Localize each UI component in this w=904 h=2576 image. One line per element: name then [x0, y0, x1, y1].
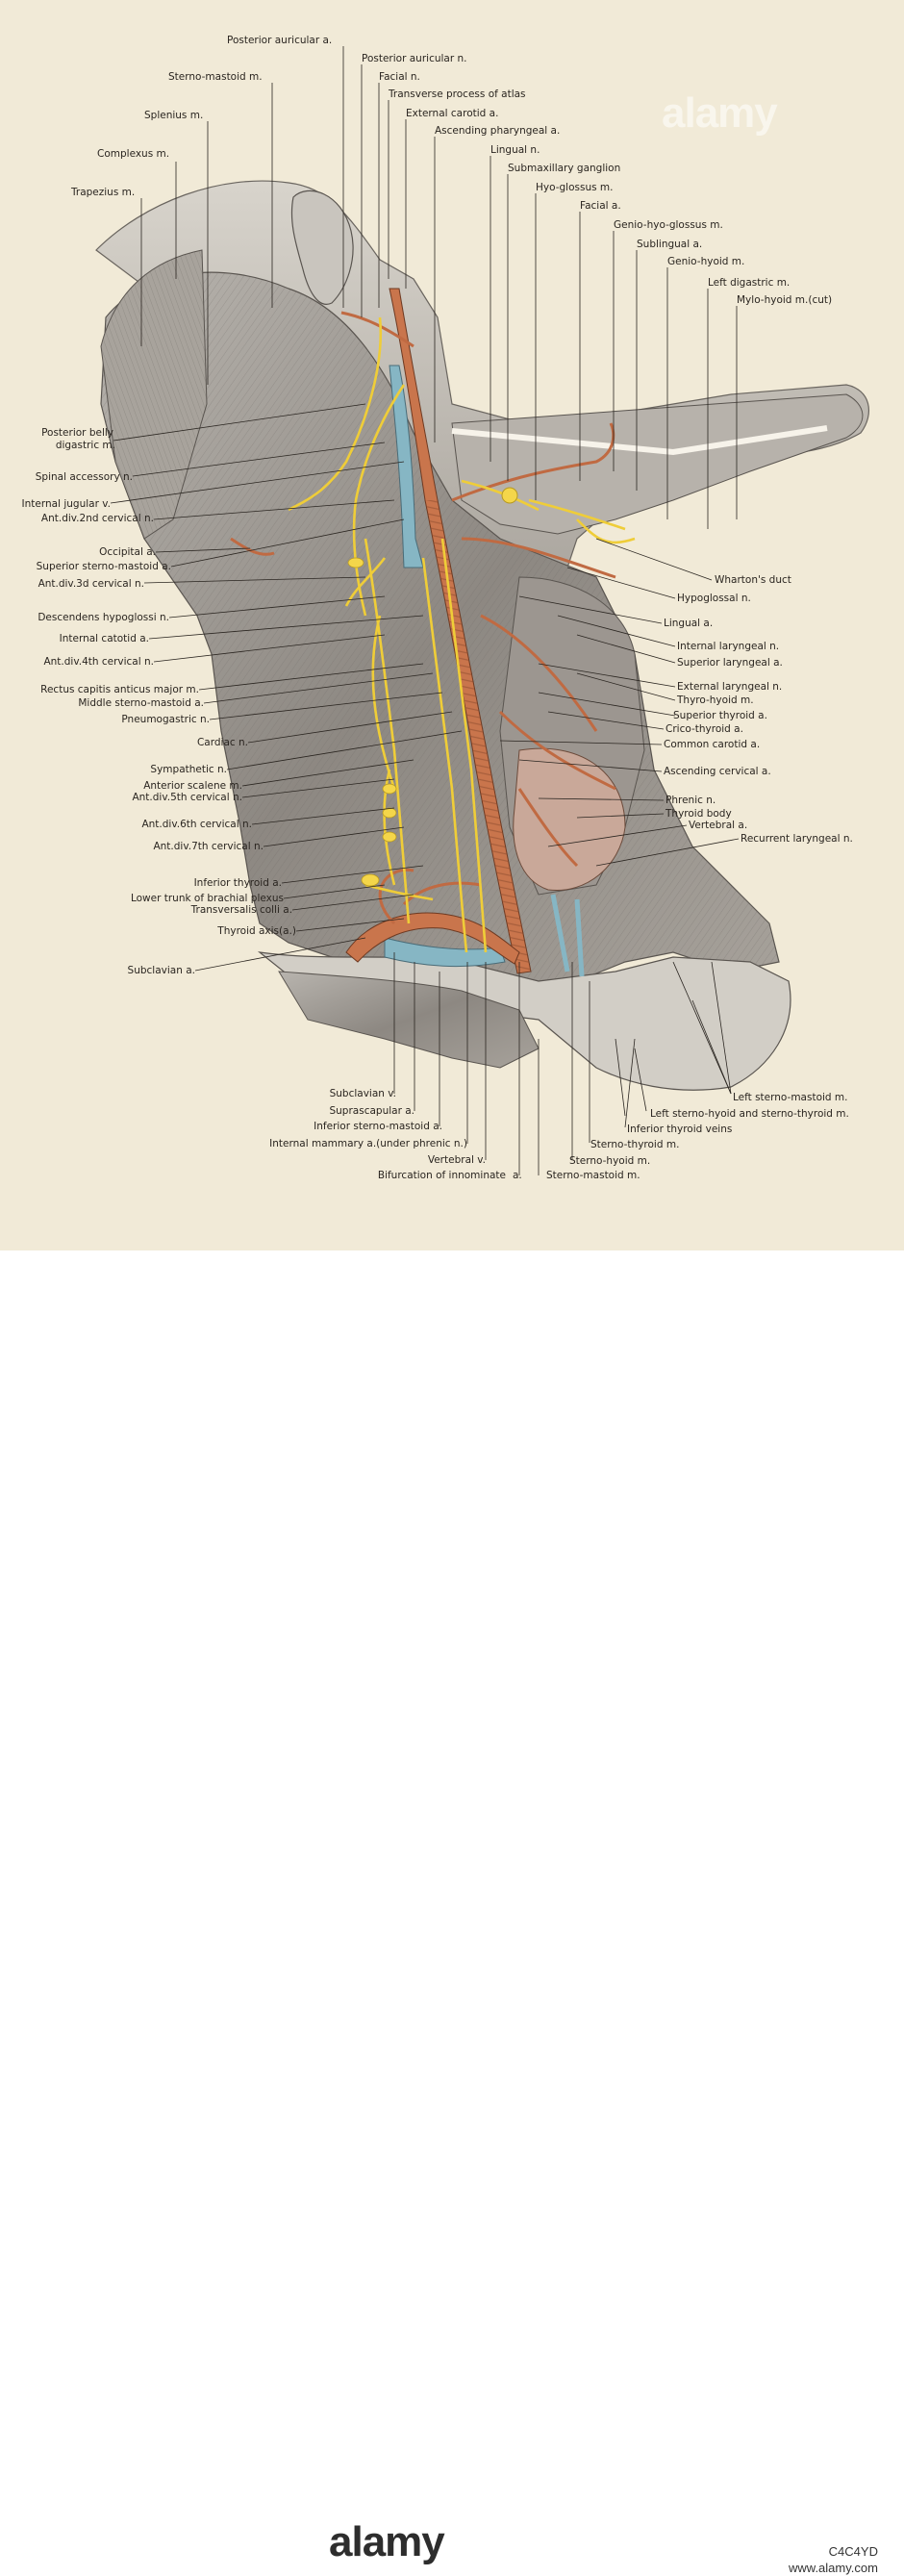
- label-left-sterno-hyoid-thyroid: Left sterno-hyoid and sterno-thyroid m.: [650, 1108, 849, 1120]
- label-lower-trunk-brachial-plexus: Lower trunk of brachial plexus: [130, 893, 284, 904]
- stock-footer: alamy C4C4YD www.alamy.com: [0, 1250, 904, 2575]
- label-left-sterno-mastoid-muscle: Left sterno-mastoid m.: [733, 1092, 848, 1103]
- label-trapezius-muscle: Trapezius m.: [71, 187, 136, 198]
- submaxillary-ganglion: [501, 487, 518, 504]
- label-ascending-cervical-artery: Ascending cervical a.: [664, 766, 771, 777]
- label-genio-hyoid-muscle: Genio-hyoid m.: [667, 256, 745, 267]
- neck-dissection-illustration: [95, 46, 869, 1175]
- label-superior-sterno-mastoid-artery: Superior sterno-mastoid a.: [36, 561, 171, 572]
- label-inferior-thyroid-artery: Inferior thyroid a.: [193, 877, 282, 889]
- head-skin-shape: [95, 180, 869, 597]
- label-anterior-scalene-muscle: Anterior scalene m.: [143, 780, 242, 792]
- label-genio-hyo-glossus-muscle: Genio-hyo-glossus m.: [614, 219, 723, 231]
- watermark-url: www.alamy.com: [789, 2561, 878, 2575]
- label-bifurcation-of-innominate: Bifurcation of innominate: [377, 1170, 506, 1181]
- label-facial-artery: Facial a.: [580, 200, 621, 212]
- subclavian-vein: [384, 937, 506, 968]
- label-whartons-duct: Wharton's duct: [715, 574, 791, 586]
- label-ascending-pharyngeal-artery: Ascending pharyngeal a.: [435, 125, 561, 137]
- cervical-nerve-roots: [347, 557, 397, 887]
- label-mylo-hyoid-muscle: Mylo-hyoid m.(cut): [737, 294, 833, 306]
- label-internal-jugular-vein: Internal jugular v.: [21, 498, 111, 510]
- label-sterno-mastoid-muscle-bottom: Sterno-mastoid m.: [546, 1170, 640, 1181]
- label-crico-thyroid-artery: Crico-thyroid a.: [665, 723, 743, 735]
- label-pneumogastric-nerve: Pneumogastric n.: [121, 714, 210, 725]
- label-phrenic-nerve: Phrenic n.: [665, 795, 716, 806]
- label-descendens-hypoglossi: Descendens hypoglossi n.: [38, 612, 169, 623]
- leader-lines: [110, 46, 740, 1175]
- lower-muscle: [278, 971, 540, 1069]
- label-ant-div-4th-cervical: Ant.div.4th cervical n.: [43, 656, 154, 668]
- label-common-carotid-artery: Common carotid a.: [664, 739, 761, 750]
- label-superior-thyroid-artery: Superior thyroid a.: [673, 710, 767, 721]
- label-ant-div-6th-cervical: Ant.div.6th cervical n.: [141, 819, 252, 830]
- label-spinal-accessory-nerve: Spinal accessory n.: [35, 471, 133, 483]
- label-ant-div-3d-cervical: Ant.div.3d cervical n.: [38, 578, 144, 590]
- mouth-floor: [451, 393, 864, 535]
- label-vertebral-artery: Vertebral a.: [689, 820, 748, 831]
- label-lingual-artery: Lingual a.: [664, 618, 714, 629]
- label-ant-div-2nd-cervical: Ant.div.2nd cervical n.: [40, 513, 154, 524]
- label-transverse-process-atlas: Transverse process of atlas: [389, 88, 526, 100]
- label-thyroid-axis: Thyroid axis(a.): [217, 925, 296, 937]
- thyroid-veins: [550, 894, 585, 977]
- label-posterior-auricular-nerve: Posterior auricular n.: [362, 53, 467, 64]
- label-inferior-thyroid-veins: Inferior thyroid veins: [627, 1124, 733, 1135]
- label-bifurcation-artery-suffix: a.: [513, 1170, 522, 1181]
- thyroid-body: [513, 747, 626, 892]
- label-occipital-artery: Occipital a.: [99, 546, 156, 558]
- label-transversalis-colli-artery: Transversalis colli a.: [190, 904, 292, 916]
- label-lingual-nerve: Lingual n.: [490, 144, 540, 156]
- artery-branches: [230, 311, 616, 925]
- mandible-cut-edge: [451, 425, 828, 456]
- label-external-laryngeal-nerve: External laryngeal n.: [677, 681, 783, 693]
- label-thyro-hyoid-muscle: Thyro-hyoid m.: [677, 695, 754, 706]
- label-suprascapular-artery: Suprascapular a.: [329, 1105, 414, 1117]
- label-external-carotid-artery: External carotid a.: [406, 108, 499, 119]
- label-left-digastric-muscle: Left digastric m.: [708, 277, 791, 289]
- label-facial-nerve: Facial n.: [379, 71, 420, 83]
- label-sterno-mastoid-muscle: Sterno-mastoid m.: [168, 71, 263, 83]
- label-superior-laryngeal-artery: Superior laryngeal a.: [677, 657, 783, 669]
- label-digastric-muscle: digastric m.: [55, 440, 115, 451]
- watermark-logo: alamy: [329, 2518, 445, 2565]
- label-internal-carotid-artery: Internal catotid a.: [59, 633, 149, 644]
- label-cardiac-nerve: Cardiac n.: [196, 737, 248, 748]
- image-id: C4C4YD: [828, 2544, 878, 2559]
- label-hyo-glossus-muscle: Hyo-glossus m.: [536, 182, 614, 193]
- label-internal-mammary-artery: Internal mammary a.(under phrenic n.): [269, 1138, 467, 1149]
- label-rectus-capitis-anticus-major: Rectus capitis anticus major m.: [40, 684, 199, 695]
- label-internal-laryngeal-nerve: Internal laryngeal n.: [677, 641, 780, 652]
- label-ant-div-5th-cervical: Ant.div.5th cervical n.: [132, 792, 242, 803]
- label-splenius-muscle: Splenius m.: [144, 110, 204, 121]
- label-thyroid-body: Thyroid body: [665, 808, 732, 820]
- internal-jugular-vein: [389, 365, 424, 568]
- label-complexus-muscle: Complexus m.: [97, 148, 170, 160]
- watermark-overlay: alamy: [662, 89, 778, 137]
- label-sympathetic-nerve: Sympathetic n.: [150, 764, 227, 775]
- label-inferior-sterno-mastoid-artery: Inferior sterno-mastoid a.: [314, 1121, 442, 1132]
- label-sterno-hyoid-muscle: Sterno-hyoid m.: [569, 1155, 651, 1167]
- label-submaxillary-ganglion: Submaxillary ganglion: [508, 163, 621, 174]
- watermark-caption: C4C4YD www.alamy.com: [789, 2543, 878, 2576]
- trapezius-fibres: [101, 250, 207, 539]
- label-recurrent-laryngeal-nerve: Recurrent laryngeal n.: [741, 833, 853, 845]
- label-sublingual-artery: Sublingual a.: [637, 239, 703, 250]
- anatomical-plate: Posterior auricular a. Posterior auricul…: [0, 0, 904, 1250]
- label-hypoglossal-nerve: Hypoglossal n.: [677, 593, 751, 604]
- label-sterno-thyroid-muscle: Sterno-thyroid m.: [590, 1139, 680, 1150]
- label-middle-sterno-mastoid-artery: Middle sterno-mastoid a.: [78, 697, 204, 709]
- label-posterior-belly: Posterior belly: [41, 427, 113, 439]
- label-subclavian-vein: Subclavian v.: [329, 1088, 396, 1099]
- label-subclavian-artery: Subclavian a.: [127, 965, 195, 976]
- label-posterior-auricular-artery: Posterior auricular a.: [227, 35, 333, 46]
- label-vertebral-vein: Vertebral v.: [427, 1154, 486, 1166]
- ear-shape: [290, 189, 354, 305]
- label-ant-div-7th-cervical: Ant.div.7th cervical n.: [153, 841, 264, 852]
